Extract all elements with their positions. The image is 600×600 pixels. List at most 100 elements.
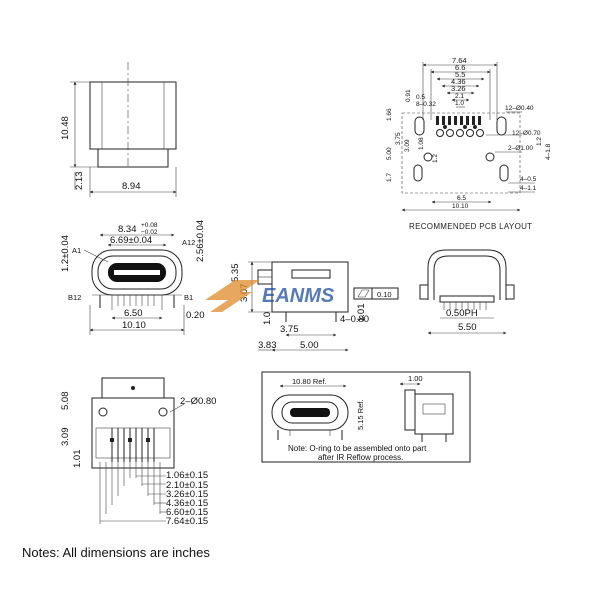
- dim-1-2-tol: 1.2±0.04: [60, 235, 71, 272]
- dim-front-10-10: 10.10: [122, 320, 146, 331]
- dim-0-91: 0.91: [405, 89, 412, 102]
- dim-12-hole-070: 12–Ø0.70: [512, 130, 541, 137]
- dim-1-08: 1.08: [418, 137, 425, 150]
- top-view-lip: [97, 148, 169, 168]
- pcb-caption: RECOMMENDED PCB LAYOUT: [409, 222, 532, 231]
- dim-8-34-tol-dn: −0.02: [141, 229, 158, 236]
- oring-note-line2: after IR Reflow process.: [318, 453, 403, 462]
- dim-5-50: 5.50: [458, 322, 477, 333]
- oring-inner: [281, 401, 339, 424]
- oring-outer: [271, 394, 349, 431]
- dim-6-50: 6.50: [124, 308, 143, 319]
- dim-1-66: 1.66: [386, 108, 393, 121]
- dim-2-hole-1-00: 2–Ø1.00: [508, 145, 533, 152]
- dim-1-7: 1.7: [386, 173, 393, 182]
- watermark-text: EANMS: [262, 285, 335, 307]
- dim-7-64: 7.64: [452, 56, 467, 65]
- dim-12-hole-040: 12–Ø0.40: [505, 105, 534, 112]
- dim-8-34: 8.34: [118, 224, 137, 235]
- dim-5-15-ref: 5.15 Ref.: [356, 400, 365, 430]
- flatness-symbol-box: [353, 287, 373, 300]
- dim-8-94: 8.94: [122, 181, 141, 192]
- dim-3-83: 3.83: [258, 340, 277, 351]
- dim-6-6: 6.6: [455, 63, 465, 72]
- dim-2-10: 2.10±0.15: [166, 480, 208, 491]
- dim-7-64: 7.64±0.15: [166, 516, 208, 527]
- footnote: Notes: All dimensions are inches: [22, 545, 210, 560]
- front-view: 8.34 +0.08 −0.02 6.69±0.04 1.2±0.04 2.56…: [60, 220, 206, 335]
- dim-4-0-80: 4–0.80: [340, 314, 369, 325]
- dim-pcb-10-10: 10.10: [452, 203, 469, 210]
- dim-2-56-tol: 2.56±0.04: [195, 220, 206, 262]
- dim-0-50-pitch: 0.50PH: [446, 308, 478, 319]
- end-tab-left: [419, 284, 429, 300]
- dim-3-26: 3.26±0.15: [166, 489, 208, 500]
- dim-1-06: 1.06±0.15: [166, 470, 208, 481]
- dim-8-34-tol-up: +0.08: [141, 222, 158, 229]
- front-shell-inner: [97, 255, 177, 290]
- end-view: 0.50PH 5.50: [419, 249, 515, 335]
- dim-3-09-bottom: 3.09: [60, 428, 71, 447]
- oring-note-line1: Note: O-ring to be assembled onto part: [288, 444, 427, 453]
- dim-6-5: 6.5: [457, 195, 466, 202]
- dim-4-0-5: 4–0.5: [520, 176, 537, 183]
- end-tab-right: [505, 284, 515, 300]
- end-shell: [427, 249, 507, 300]
- top-view: 10.48 2.13 8.94: [60, 62, 177, 197]
- dim-10-48: 10.48: [60, 116, 71, 140]
- dim-1-01-bottom: 1.01: [72, 450, 83, 469]
- watermark: EANMS: [205, 280, 335, 312]
- label-a1: A1: [72, 246, 81, 255]
- bottom-pin-dims: 1.06±0.15 2.10±0.15 3.26±0.15 4.36±0.15 …: [99, 462, 208, 527]
- bottom-pins: [110, 428, 155, 462]
- side-slot: [291, 269, 331, 279]
- dim-8-0-32: 8–0.32: [416, 101, 436, 108]
- oring-side-body: [414, 393, 454, 435]
- dim-1-0: 1.0: [262, 312, 273, 325]
- dim-5-5: 5.5: [455, 70, 465, 79]
- dim-6-69: 6.69±0.04: [110, 235, 152, 246]
- dim-2-hole-0-80: 2–Ø0.80: [180, 396, 216, 407]
- dim-5-08: 5.08: [60, 392, 71, 411]
- dim-flatness: 0.10: [377, 290, 392, 299]
- dim-1-01-side: 1.01: [356, 304, 367, 323]
- dim-4-36: 4.36: [451, 77, 466, 86]
- dim-5-00-side: 5.00: [300, 340, 319, 351]
- dim-0-20: 0.20: [186, 310, 205, 321]
- dim-3-75-side: 3.75: [280, 324, 299, 335]
- oring-box: 10.80 Ref. 5.15 Ref. 1.00 Note: O-ring t…: [261, 371, 471, 463]
- pcb-width-dims: 7.64 6.6 5.5 4.36 3.26 2.1 1.0: [422, 56, 498, 120]
- dim-4-36: 4.36±0.15: [166, 498, 208, 509]
- dim-3-75: 3.75: [395, 132, 402, 145]
- bottom-view: 2–Ø0.80 5.08 3.09 1.01 1.06±0.15 2.10±0.…: [60, 377, 216, 527]
- dim-5-00: 5.00: [386, 147, 393, 160]
- top-view-body: [89, 81, 177, 150]
- pcb-layout: 7.64 6.6 5.5 4.36 3.26 2.1 1.0 0.91 0.5 …: [386, 56, 552, 231]
- end-pins: [443, 302, 487, 310]
- front-pins: [92, 294, 182, 308]
- side-body: [271, 261, 349, 313]
- dim-4-1-1: 4–1.1: [520, 185, 537, 192]
- dim-1-2: 1.2: [432, 154, 439, 163]
- dim-5-35: 5.35: [230, 264, 241, 283]
- label-a12: A12: [182, 238, 195, 247]
- dim-1-0: 1.0: [455, 100, 464, 107]
- dim-0-5: 0.5: [416, 94, 425, 101]
- dim-4-1-8: 4–1.8: [545, 143, 552, 160]
- pcb-pads: [413, 116, 509, 182]
- dim-6-60: 6.60±0.15: [166, 507, 208, 518]
- label-b12: B12: [68, 293, 81, 302]
- dim-3-09: 3.09: [404, 139, 411, 152]
- label-b1: B1: [184, 293, 193, 302]
- flatness-value-box: [371, 287, 399, 300]
- dim-1-2-right: 1.2: [536, 137, 543, 146]
- dim-10-80-ref: 10.80 Ref.: [292, 377, 327, 386]
- dim-1-00-oring: 1.00: [408, 374, 423, 383]
- dim-3-26: 3.26: [451, 84, 466, 93]
- dim-2-13: 2.13: [74, 172, 85, 191]
- bottom-top: [101, 377, 165, 399]
- oring-frame: [261, 371, 471, 463]
- dim-2-1: 2.1: [455, 93, 464, 100]
- oring-side-seal: [404, 389, 416, 431]
